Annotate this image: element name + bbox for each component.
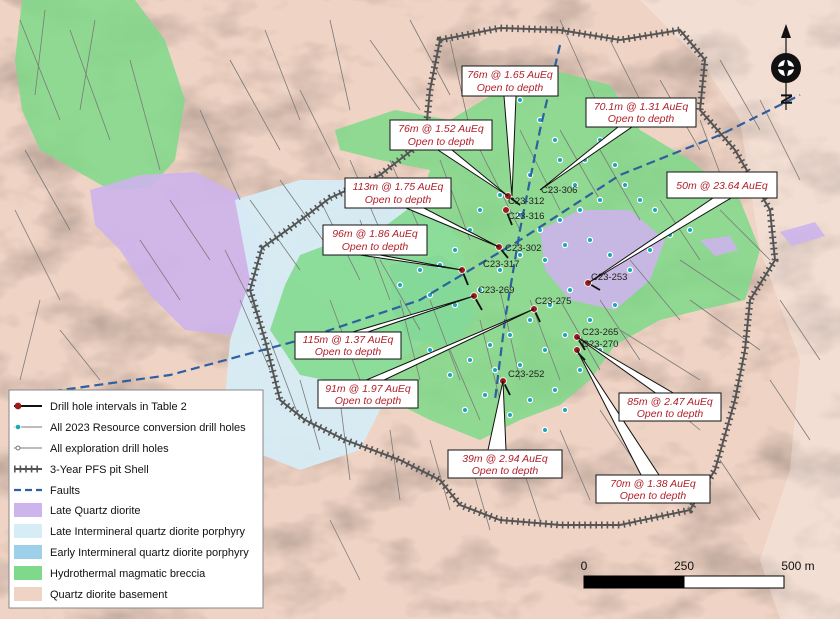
fault-line-east-west <box>24 94 801 397</box>
callout-c23-269: 115m @ 1.37 AuEq Open to depth <box>294 331 402 360</box>
callout-c23-253-grade: 50m @ 23.64 AuEq <box>676 180 768 192</box>
legend-label: 3-Year PFS pit Shell <box>50 464 149 476</box>
callout-c23-317: 96m @ 1.86 AuEq Open to depth <box>322 224 428 256</box>
legend-item-late-porphyry: Late Intermineral quartz diorite porphyr… <box>14 524 246 538</box>
callout-c23-317-note: Open to depth <box>342 241 409 253</box>
callout-c23-306-grade: 70.1m @ 1.31 AuEq <box>594 101 688 113</box>
north-label: N <box>777 93 794 105</box>
hole-label-c23-306: C23-306 <box>541 185 577 196</box>
callout-c23-316-grade: 76m @ 1.52 AuEq <box>398 123 484 135</box>
callout-c23-270-grade: 70m @ 1.38 AuEq <box>610 478 696 490</box>
callout-c23-306: 70.1m @ 1.31 AuEq Open to depth <box>585 97 697 128</box>
callout-c23-265-note: Open to depth <box>637 408 704 420</box>
scale-label-250: 250 <box>674 559 694 573</box>
callout-c23-302-note: Open to depth <box>365 194 432 206</box>
legend-item-exploration-hole: All exploration drill holes <box>14 443 169 455</box>
hole-label-c23-270: C23-270 <box>582 339 618 350</box>
legend-item-pit-shell: 3-Year PFS pit Shell <box>14 464 149 476</box>
legend-item-breccia: Hydrothermal magmatic breccia <box>14 566 206 580</box>
legend-label: Late Quartz diorite <box>50 505 141 517</box>
late-porphyry-swatch-icon <box>14 524 42 538</box>
hole-label-c23-252: C23-252 <box>508 369 544 380</box>
legend-item-resource-hole: All 2023 Resource conversion drill holes <box>14 422 246 434</box>
hole-label-c23-316: C23-316 <box>508 211 544 222</box>
hole-label-c23-312: C23-312 <box>508 196 544 207</box>
late-diorite-unit-east <box>700 236 738 256</box>
legend-item-late-diorite: Late Quartz diorite <box>14 503 141 517</box>
scale-label-500: 500 m <box>781 559 814 573</box>
breccia-unit-north <box>15 0 185 190</box>
legend-label: All exploration drill holes <box>50 443 169 455</box>
callout-c23-302-grade: 113m @ 1.75 AuEq <box>353 181 444 193</box>
callout-c23-265-grade: 85m @ 2.47 AuEq <box>627 396 713 408</box>
legend-label: Quartz diorite basement <box>50 589 167 601</box>
hole-label-c23-269: C23-269 <box>478 285 514 296</box>
scale-bar: 0 250 500 m <box>581 559 815 589</box>
callout-c23-316: 76m @ 1.52 AuEq Open to depth <box>389 119 493 151</box>
legend-label: Hydrothermal magmatic breccia <box>50 568 206 580</box>
hole-label-c23-317: C23-317 <box>483 259 519 270</box>
hole-label-c23-275: C23-275 <box>535 296 571 307</box>
callout-c23-312: 76m @ 1.65 AuEq Open to depth <box>461 65 559 97</box>
legend-item-basement: Quartz diorite basement <box>14 587 167 601</box>
north-arrow: N <box>771 24 801 110</box>
pit-shell-ticks <box>246 24 779 529</box>
callout-c23-302: 113m @ 1.75 AuEq Open to depth <box>344 177 452 209</box>
legend-item-early-porphyry: Early Intermineral quartz diorite porphy… <box>14 545 249 559</box>
exploration-hole-symbol-icon <box>15 445 21 451</box>
late-diorite-swatch-icon <box>14 503 42 517</box>
callout-c23-265: 85m @ 2.47 AuEq Open to depth <box>618 392 722 422</box>
callout-c23-252-note: Open to depth <box>472 465 539 477</box>
hole-label-c23-253: C23-253 <box>591 272 627 283</box>
callout-c23-269-note: Open to depth <box>315 346 382 358</box>
callout-leaders <box>345 95 733 476</box>
callout-c23-253: 50m @ 23.64 AuEq <box>666 171 778 199</box>
legend-label: Faults <box>50 485 80 497</box>
fault-line-north-south <box>493 44 562 401</box>
callout-c23-269-grade: 115m @ 1.37 AuEq <box>303 334 394 346</box>
breccia-swatch-icon <box>14 566 42 580</box>
callout-c23-270-note: Open to depth <box>620 490 687 502</box>
collar-c23-316 <box>502 206 510 214</box>
hole-label-c23-265: C23-265 <box>582 327 618 338</box>
basement-swatch-icon <box>14 587 42 601</box>
legend-label: All 2023 Resource conversion drill holes <box>50 422 246 434</box>
callout-c23-252: 39m @ 2.94 AuEq Open to depth <box>447 449 563 479</box>
late-diorite-unit-far-east <box>780 222 825 246</box>
late-diorite-unit-west <box>90 172 265 335</box>
drill-hole-labels: C23-312 C23-306 C23-316 C23-302 C23-317 … <box>478 185 627 380</box>
hole-label-c23-302: C23-302 <box>505 243 541 254</box>
hillshade-light-area <box>640 0 840 619</box>
drill-interval-symbol-icon <box>14 402 22 410</box>
legend-item-drill-interval: Drill hole intervals in Table 2 <box>14 401 187 413</box>
callout-c23-275: 91m @ 1.97 AuEq Open to depth <box>317 379 419 409</box>
callout-c23-306-note: Open to depth <box>608 113 675 125</box>
callout-boxes: 76m @ 1.65 AuEq Open to depth 70.1m @ 1.… <box>294 65 778 504</box>
faults <box>24 44 801 401</box>
callout-c23-316-note: Open to depth <box>408 136 475 148</box>
legend-label: Early Intermineral quartz diorite porphy… <box>50 547 249 559</box>
callout-c23-312-grade: 76m @ 1.65 AuEq <box>467 69 553 81</box>
callout-c23-252-grade: 39m @ 2.94 AuEq <box>462 453 548 465</box>
legend-label: Drill hole intervals in Table 2 <box>50 401 187 413</box>
callout-c23-317-grade: 96m @ 1.86 AuEq <box>332 228 418 240</box>
resource-hole-symbol-icon <box>14 423 22 431</box>
legend-panel <box>8 389 264 609</box>
callout-c23-275-note: Open to depth <box>335 395 402 407</box>
callout-c23-270: 70m @ 1.38 AuEq Open to depth <box>595 474 711 504</box>
late-diorite-unit-central <box>540 210 665 310</box>
callout-c23-275-grade: 91m @ 1.97 AuEq <box>325 383 411 395</box>
resource-conversion-drill-holes <box>396 96 694 434</box>
north-arrow-head-icon <box>781 24 791 38</box>
legend-label: Late Intermineral quartz diorite porphyr… <box>50 526 246 538</box>
early-porphyry-swatch-icon <box>14 545 42 559</box>
legend-item-fault: Faults <box>14 485 80 497</box>
legend: Drill hole intervals in Table 2 All 2023… <box>8 389 264 609</box>
callout-c23-312-note: Open to depth <box>477 82 544 94</box>
scale-label-0: 0 <box>581 559 588 573</box>
